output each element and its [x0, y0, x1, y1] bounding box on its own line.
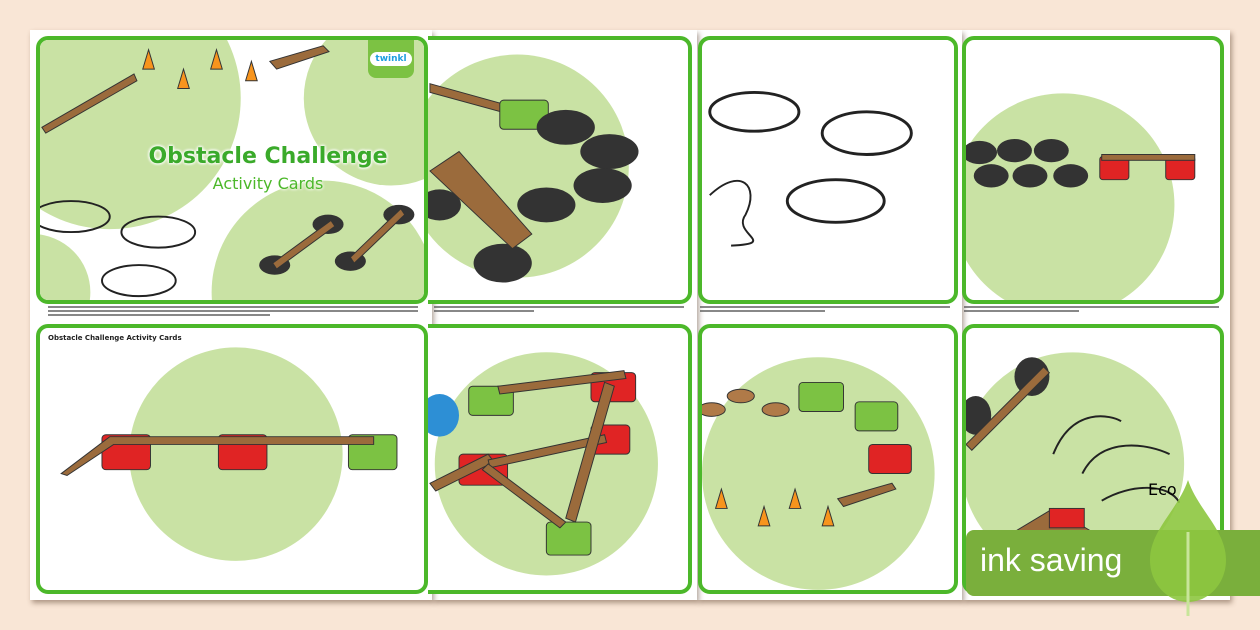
- cover-card: Obstacle Challenge Activity Cards twinkl: [36, 36, 428, 304]
- twinkl-logo: twinkl: [368, 40, 414, 78]
- disclaimer-text: [48, 306, 418, 320]
- activity-card-stepping-stones: [698, 324, 958, 594]
- activity-card-balance-beam: Obstacle Challenge Activity Cards: [36, 324, 428, 594]
- activity-card-tyre-bench: [962, 36, 1224, 304]
- disclaimer-text: [434, 306, 684, 320]
- cover-subtitle: Activity Cards: [212, 174, 324, 193]
- disclaimer-text: [700, 306, 950, 320]
- leaf-drop-icon: [1150, 480, 1226, 616]
- cover-illustration: [40, 40, 424, 300]
- cover-title: Obstacle Challenge: [148, 144, 388, 169]
- ink-saving-text: ink saving: [980, 542, 1123, 578]
- card-label: Obstacle Challenge Activity Cards: [48, 334, 182, 342]
- activity-card-crates: [428, 324, 692, 594]
- eco-text: Eco: [1148, 480, 1177, 499]
- disclaimer-text: [964, 306, 1219, 320]
- activity-card-tyres: [428, 36, 692, 304]
- activity-card-hoops: [698, 36, 958, 304]
